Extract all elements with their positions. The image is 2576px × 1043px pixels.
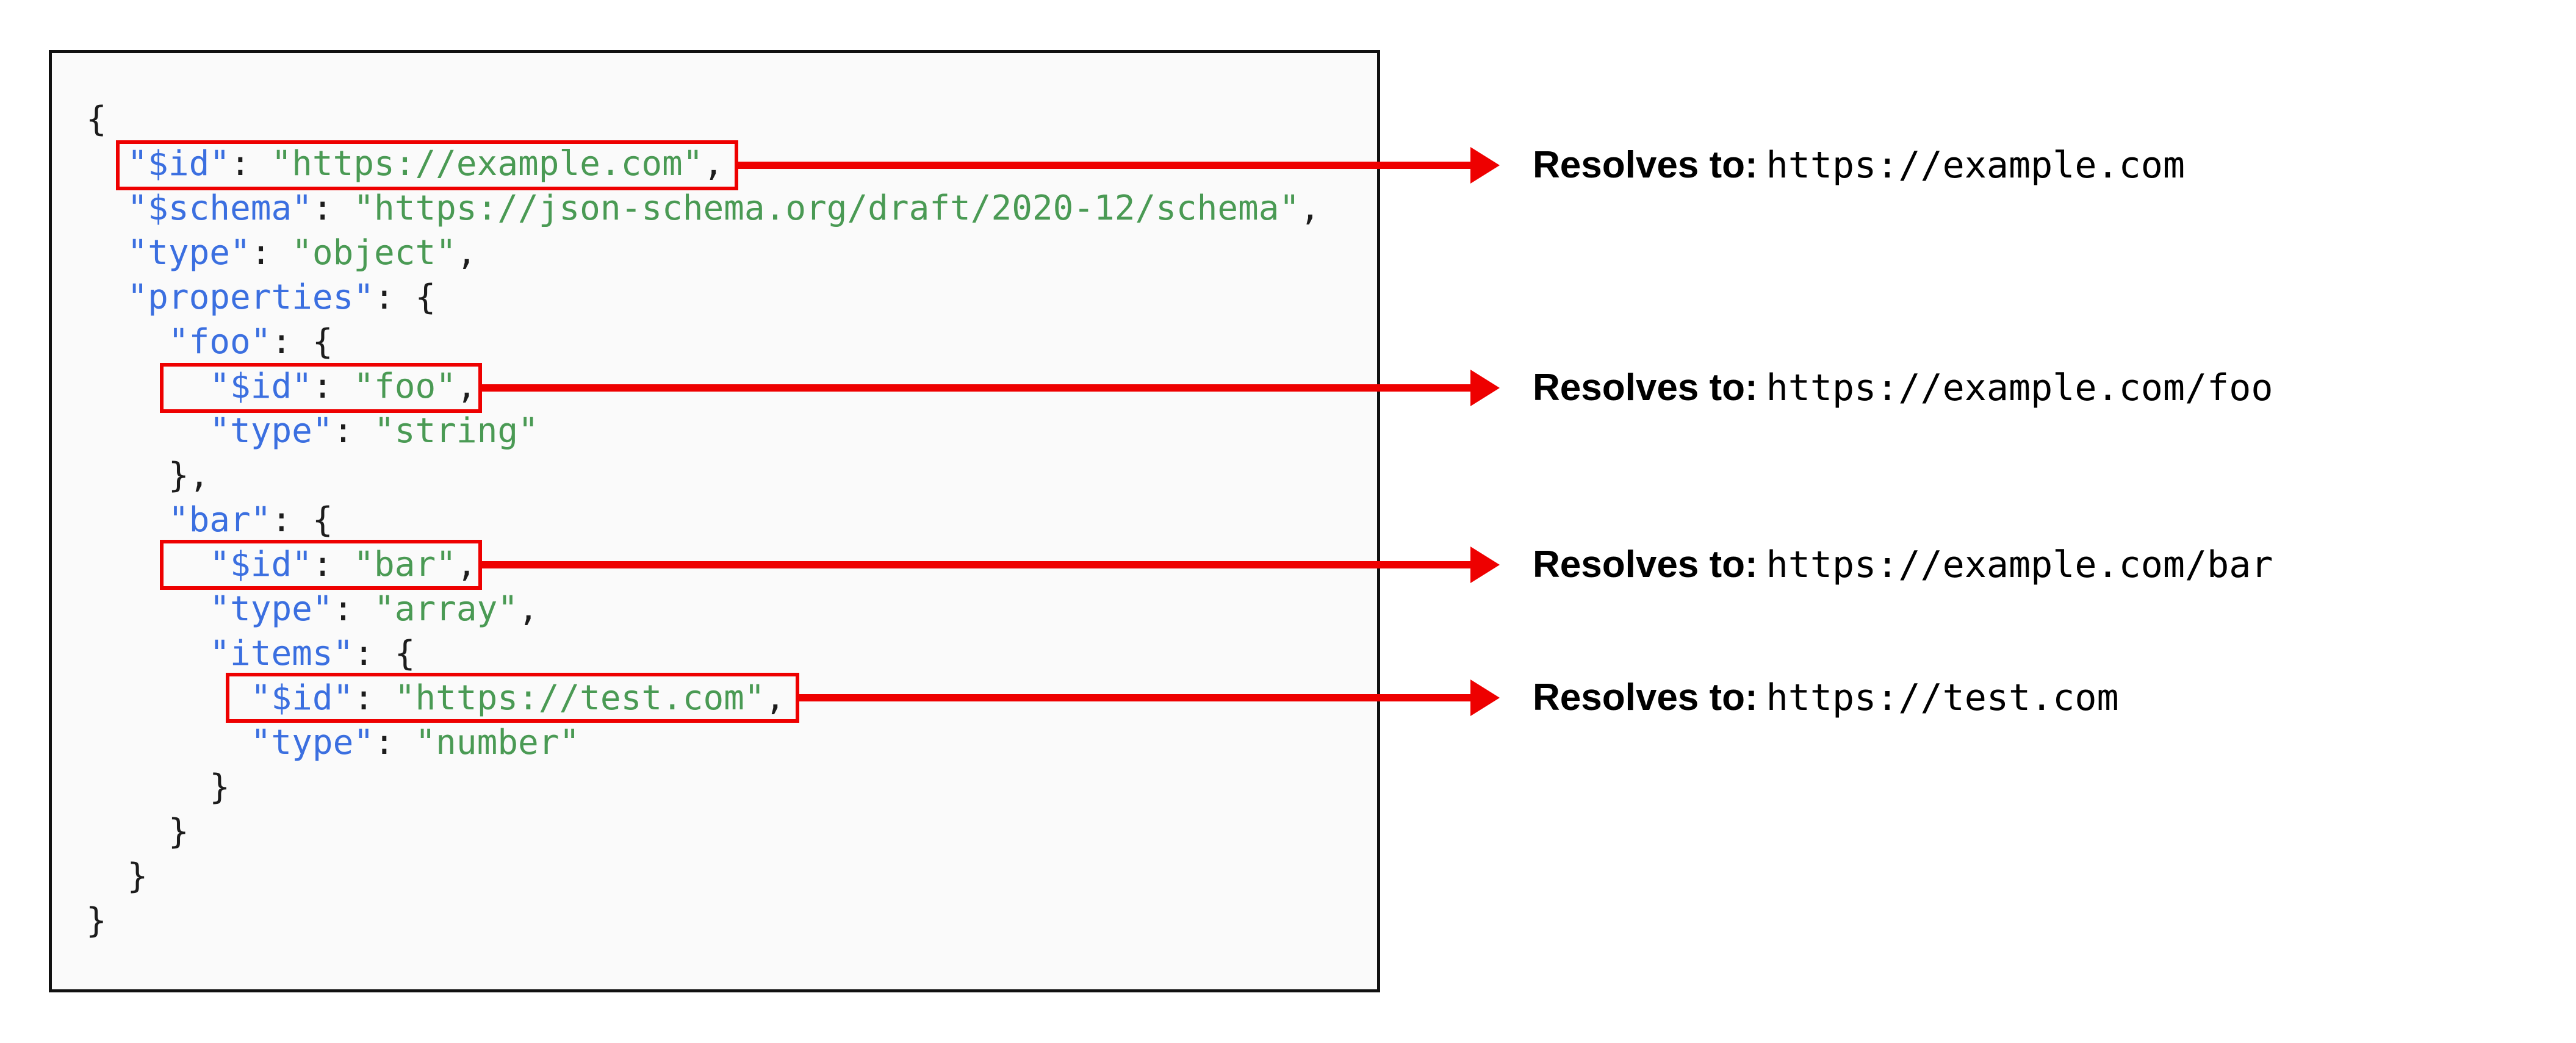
code-line: "foo": { bbox=[86, 320, 1320, 364]
arrow-items-head bbox=[1470, 679, 1500, 716]
code-token: "object" bbox=[292, 233, 456, 273]
code-token: : { bbox=[353, 634, 416, 673]
code-token: "$id" bbox=[250, 678, 354, 718]
resolved-uri-value: https://example.com/bar bbox=[1766, 543, 2273, 586]
code-token: , bbox=[456, 367, 477, 406]
code-token: "items" bbox=[209, 634, 354, 673]
code-token: "number" bbox=[415, 723, 580, 762]
code-token: "array" bbox=[374, 589, 519, 629]
arrow-root-head bbox=[1470, 147, 1500, 184]
code-line: } bbox=[86, 898, 1320, 943]
code-token: : bbox=[374, 723, 416, 762]
annotation-bar: Resolves to:https://example.com/bar bbox=[1533, 546, 2273, 584]
code-token: "bar" bbox=[353, 545, 456, 584]
code-line: "items": { bbox=[86, 631, 1320, 676]
code-token: "https://example.com" bbox=[271, 144, 703, 184]
code-line: "type": "array", bbox=[86, 587, 1320, 631]
code-token: : { bbox=[271, 322, 333, 362]
code-token: "$id" bbox=[209, 367, 312, 406]
code-token: : bbox=[250, 233, 292, 273]
code-token: : bbox=[312, 367, 354, 406]
code-token: , bbox=[518, 589, 539, 629]
code-token: }, bbox=[168, 456, 210, 495]
code-line: } bbox=[86, 854, 1320, 898]
code-line: }, bbox=[86, 453, 1320, 498]
code-line: "type": "string" bbox=[86, 409, 1320, 453]
code-token: , bbox=[456, 233, 477, 273]
code-line: "properties": { bbox=[86, 275, 1320, 320]
json-schema-code: { "$id": "https://example.com", "$schema… bbox=[86, 97, 1320, 943]
code-token: { bbox=[86, 99, 107, 139]
annotation-items: Resolves to:https://test.com bbox=[1533, 679, 2119, 717]
code-token: , bbox=[765, 678, 786, 718]
code-token: "$id" bbox=[209, 545, 312, 584]
code-token: : bbox=[353, 678, 395, 718]
code-token: : bbox=[312, 545, 354, 584]
code-token: , bbox=[703, 144, 724, 184]
code-token: "type" bbox=[209, 411, 333, 451]
arrow-foo-line bbox=[482, 384, 1470, 392]
code-token: "https://test.com" bbox=[394, 678, 765, 718]
code-line: "$id": "foo", bbox=[86, 364, 1320, 409]
code-token: : { bbox=[374, 278, 436, 317]
code-line: "bar": { bbox=[86, 498, 1320, 542]
code-token: : bbox=[230, 144, 272, 184]
resolved-uri-value: https://example.com/foo bbox=[1766, 367, 2273, 409]
code-line: } bbox=[86, 765, 1320, 809]
code-token: "$schema" bbox=[127, 188, 312, 228]
code-token: "properties" bbox=[127, 278, 375, 317]
code-token: } bbox=[86, 901, 107, 941]
code-line: "type": "number" bbox=[86, 720, 1320, 765]
code-token: "type" bbox=[209, 589, 333, 629]
code-token: , bbox=[1300, 188, 1320, 228]
arrow-bar-head bbox=[1470, 547, 1500, 583]
code-line: "$id": "bar", bbox=[86, 542, 1320, 587]
arrow-bar-line bbox=[482, 561, 1470, 568]
code-token: "type" bbox=[127, 233, 251, 273]
resolves-to-label: Resolves to: bbox=[1533, 144, 1758, 186]
resolves-to-label: Resolves to: bbox=[1533, 676, 1758, 719]
annotation-root: Resolves to:https://example.com bbox=[1533, 144, 2186, 187]
code-token: "string" bbox=[374, 411, 539, 451]
code-token: "foo" bbox=[353, 367, 456, 406]
resolves-to-label: Resolves to: bbox=[1533, 367, 1758, 409]
annotation-foo: Resolves to:https://example.com/foo bbox=[1533, 369, 2273, 407]
code-line: "$schema": "https://json-schema.org/draf… bbox=[86, 186, 1320, 231]
code-token: : bbox=[333, 411, 375, 451]
resolved-uri-value: https://test.com bbox=[1766, 676, 2119, 719]
code-token: : bbox=[312, 188, 354, 228]
code-line: "type": "object", bbox=[86, 231, 1320, 275]
code-token: } bbox=[209, 767, 231, 807]
code-line: "$id": "https://test.com", bbox=[86, 676, 1320, 720]
code-line: "$id": "https://example.com", bbox=[86, 142, 1320, 186]
code-token: "$id" bbox=[127, 144, 231, 184]
arrow-foo-head bbox=[1470, 370, 1500, 406]
code-line: } bbox=[86, 809, 1320, 854]
code-token: : { bbox=[271, 500, 333, 540]
code-token: "bar" bbox=[168, 500, 272, 540]
arrow-items-line bbox=[799, 694, 1470, 701]
arrow-root-line bbox=[738, 162, 1470, 169]
code-token: } bbox=[127, 856, 148, 896]
json-schema-code-panel: { "$id": "https://example.com", "$schema… bbox=[49, 50, 1380, 992]
resolves-to-label: Resolves to: bbox=[1533, 543, 1758, 586]
code-token: "foo" bbox=[168, 322, 272, 362]
resolved-uri-value: https://example.com bbox=[1766, 144, 2186, 187]
code-token: "type" bbox=[250, 723, 375, 762]
code-token: , bbox=[456, 545, 477, 584]
code-token: : bbox=[333, 589, 375, 629]
code-line: { bbox=[86, 97, 1320, 142]
code-token: "https://json-schema.org/draft/2020-12/s… bbox=[353, 188, 1300, 228]
code-token: } bbox=[168, 812, 189, 851]
